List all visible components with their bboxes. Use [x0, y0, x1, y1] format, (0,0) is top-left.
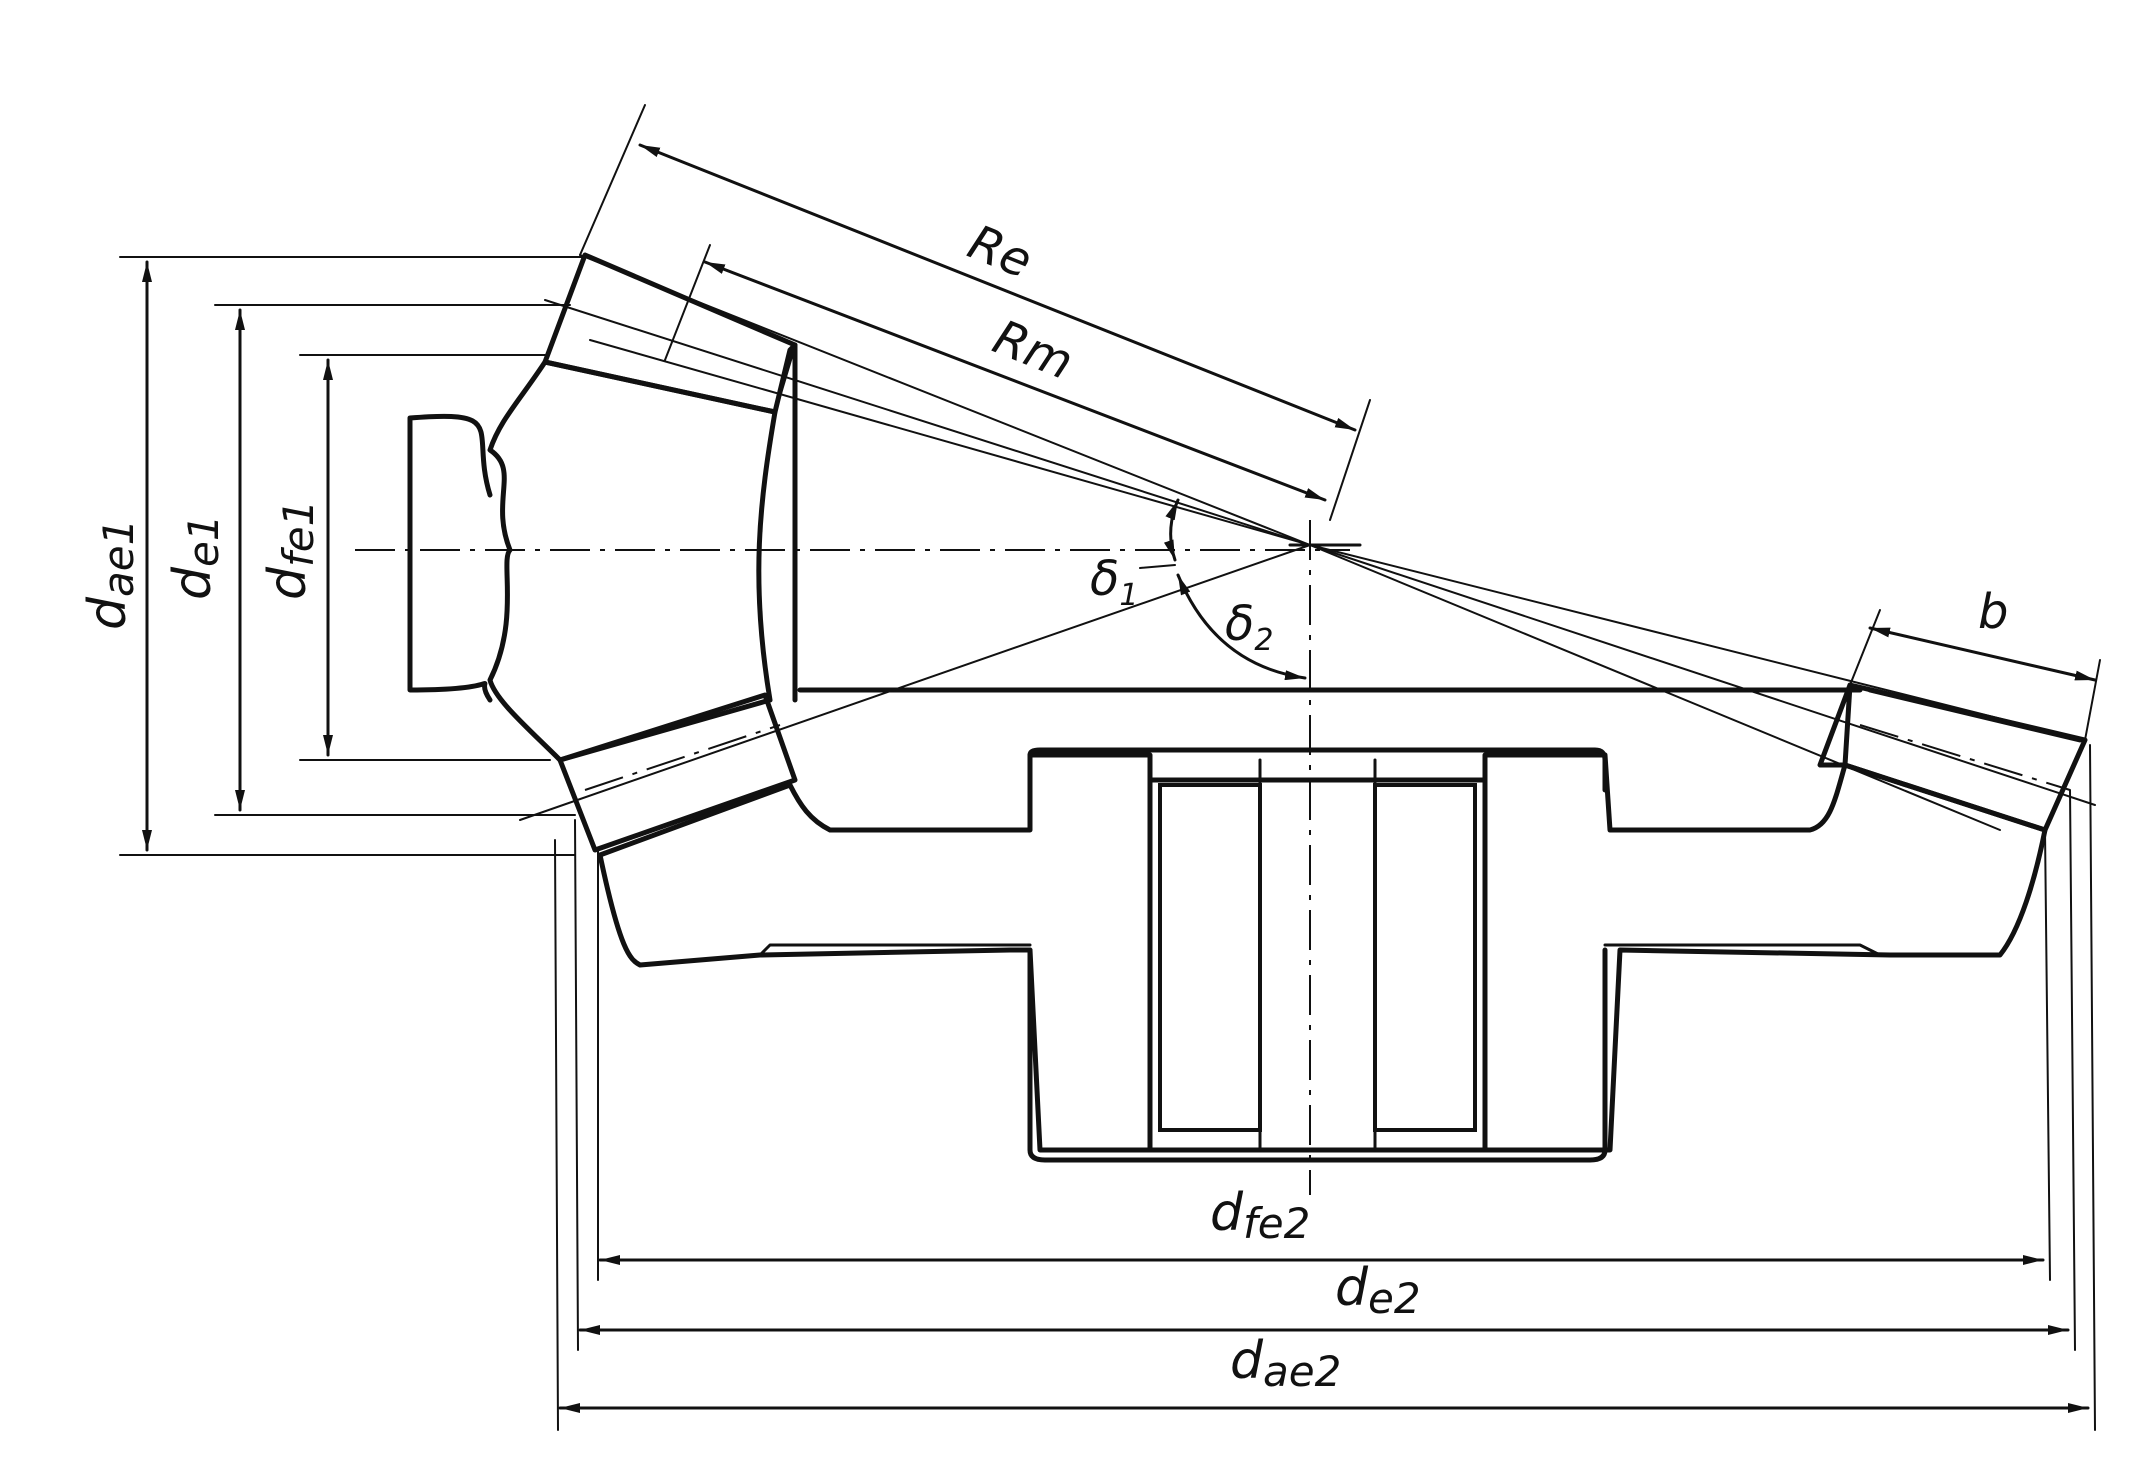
- pinion-hub-outline: [407, 413, 493, 703]
- re-ext-right: [1329, 399, 1371, 521]
- de2-ext-right: [2069, 789, 2076, 1351]
- pinion-section-hatch: [487, 359, 778, 763]
- label-dfe2: dfe2: [1210, 1183, 1310, 1248]
- gear-outer-cone: [1309, 544, 2086, 741]
- pinion-lower-chain: [584, 724, 781, 791]
- re-dimension: [638, 143, 1357, 432]
- pinion-root-cone: [589, 339, 1311, 546]
- delta1-arc: [1163, 498, 1180, 562]
- label-delta2: δ2: [1225, 596, 1273, 658]
- label-rm: Rm: [986, 309, 1081, 391]
- rm-dimension: [703, 260, 1327, 502]
- gear-left-recess: [758, 943, 1032, 957]
- construction-lines: [119, 104, 2101, 1431]
- pinion-pitch-cone: [544, 299, 1311, 546]
- gear-tooth-chain: [1859, 724, 2071, 791]
- dae2-ext-left: [554, 839, 559, 1431]
- gear-right-rim-edge: [1817, 682, 1853, 768]
- delta1-leader: [1139, 564, 1176, 569]
- gear-right-recess: [1603, 943, 1882, 957]
- gear-right-section-hatch: [1482, 752, 2048, 1153]
- rm-ext-left: [664, 244, 711, 361]
- gear-right-tooth-tip: [1867, 687, 2083, 743]
- label-delta1: δ1: [1090, 551, 1138, 613]
- pinion-lower-tooth-outline: [557, 692, 798, 853]
- de2-ext-left: [574, 819, 579, 1351]
- b-dimension: [1868, 626, 2097, 682]
- gear-pitch-cone: [1309, 544, 2096, 806]
- bore-insert-right: [1373, 783, 1477, 1132]
- delta2-arc: [1176, 573, 1307, 681]
- b-ext-left: [1849, 609, 1881, 686]
- label-de1: de1: [163, 514, 228, 600]
- gear-right-tooth-outline: [1842, 682, 2088, 833]
- gear-root-cone: [1309, 544, 2001, 831]
- label-dfe1: dfe1: [258, 500, 323, 600]
- b-ext-right: [2084, 659, 2101, 741]
- gear-wheel: [597, 682, 2088, 1163]
- dae2-ext-right: [2089, 744, 2096, 1431]
- dfe2-ext-right: [2044, 829, 2051, 1281]
- dimensions: [142, 143, 2097, 1413]
- label-dae2: dae2: [1230, 1331, 1341, 1396]
- label-de2: de2: [1335, 1258, 1421, 1323]
- label-b: b: [1978, 584, 2008, 640]
- label-dae1: dae1: [78, 519, 143, 630]
- re-ext-left: [579, 104, 646, 256]
- gear-hub-bottom: [1027, 947, 1608, 1163]
- gear-left-section-hatch: [597, 752, 1153, 1153]
- bore-insert-left: [1158, 783, 1262, 1132]
- gear-hub-outline: [1027, 747, 1608, 793]
